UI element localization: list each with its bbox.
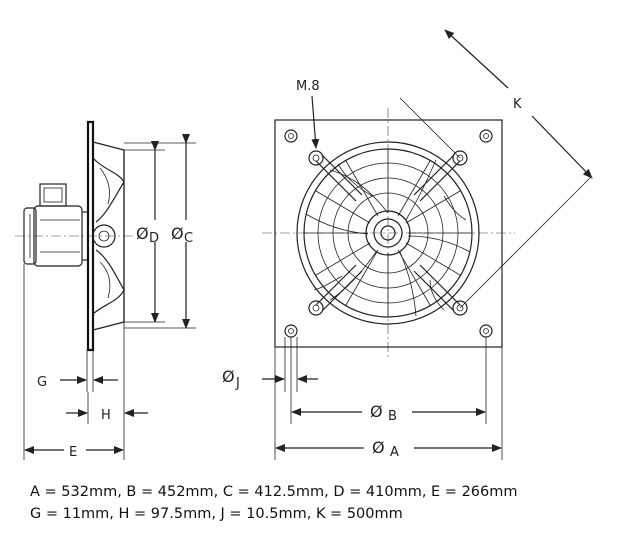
guard-spokes: [304, 149, 472, 317]
dim-k-label: K: [513, 97, 522, 112]
motor-endcap: [23, 207, 37, 265]
dimensions-caption-line-2: G = 11mm, H = 97.5mm, J = 10.5mm, K = 50…: [30, 506, 403, 522]
guard-hole-top-left: [308, 150, 324, 166]
fan-blade-lower: [92, 249, 125, 315]
guard-hole-bottom-left: [308, 300, 324, 316]
dim-b-symbol: Ø: [370, 402, 383, 421]
dim-k-line-upper: [444, 29, 509, 89]
bolt-size-label: M.8: [296, 79, 320, 94]
dim-d-label: D: [149, 231, 159, 246]
side-view: Ø D Ø C G H E: [15, 120, 208, 460]
front-view: M.8 K Ø J Ø B Ø A: [222, 29, 593, 460]
dim-g-label: G: [37, 375, 47, 390]
mounting-hole-top-right: [479, 129, 493, 143]
fan-guard-outer: [296, 141, 480, 325]
guard-struts: [315, 154, 461, 312]
dim-c-label: C: [184, 231, 193, 246]
bolt-leader: [311, 95, 320, 149]
guard-hole-top-right: [452, 150, 468, 166]
dim-j-symbol: Ø: [222, 367, 235, 386]
guard-hole-bottom-right: [452, 300, 468, 316]
dim-j-label: J: [235, 376, 240, 391]
dim-a-label: A: [390, 445, 399, 460]
dim-a-symbol: Ø: [372, 438, 385, 457]
front-hub-outer: [365, 210, 411, 256]
dim-c-symbol: Ø: [171, 224, 184, 243]
front-plate: [274, 119, 503, 348]
motor-terminal-box: [39, 183, 67, 207]
dim-h-label: H: [101, 408, 111, 423]
dim-e-label: E: [69, 445, 77, 460]
dim-k-line-lower: [531, 115, 593, 179]
mounting-hole-bottom-left: [284, 324, 298, 338]
front-hub: [373, 218, 403, 248]
fan-blade-upper: [92, 157, 125, 223]
dimensions-caption-line-1: A = 532mm, B = 452mm, C = 412.5mm, D = 4…: [30, 484, 518, 500]
dim-b-label: B: [388, 409, 397, 424]
mounting-hole-top-left: [284, 129, 298, 143]
dim-d-symbol: Ø: [136, 224, 149, 243]
side-hub: [92, 224, 116, 248]
mounting-hole-bottom-right: [479, 324, 493, 338]
